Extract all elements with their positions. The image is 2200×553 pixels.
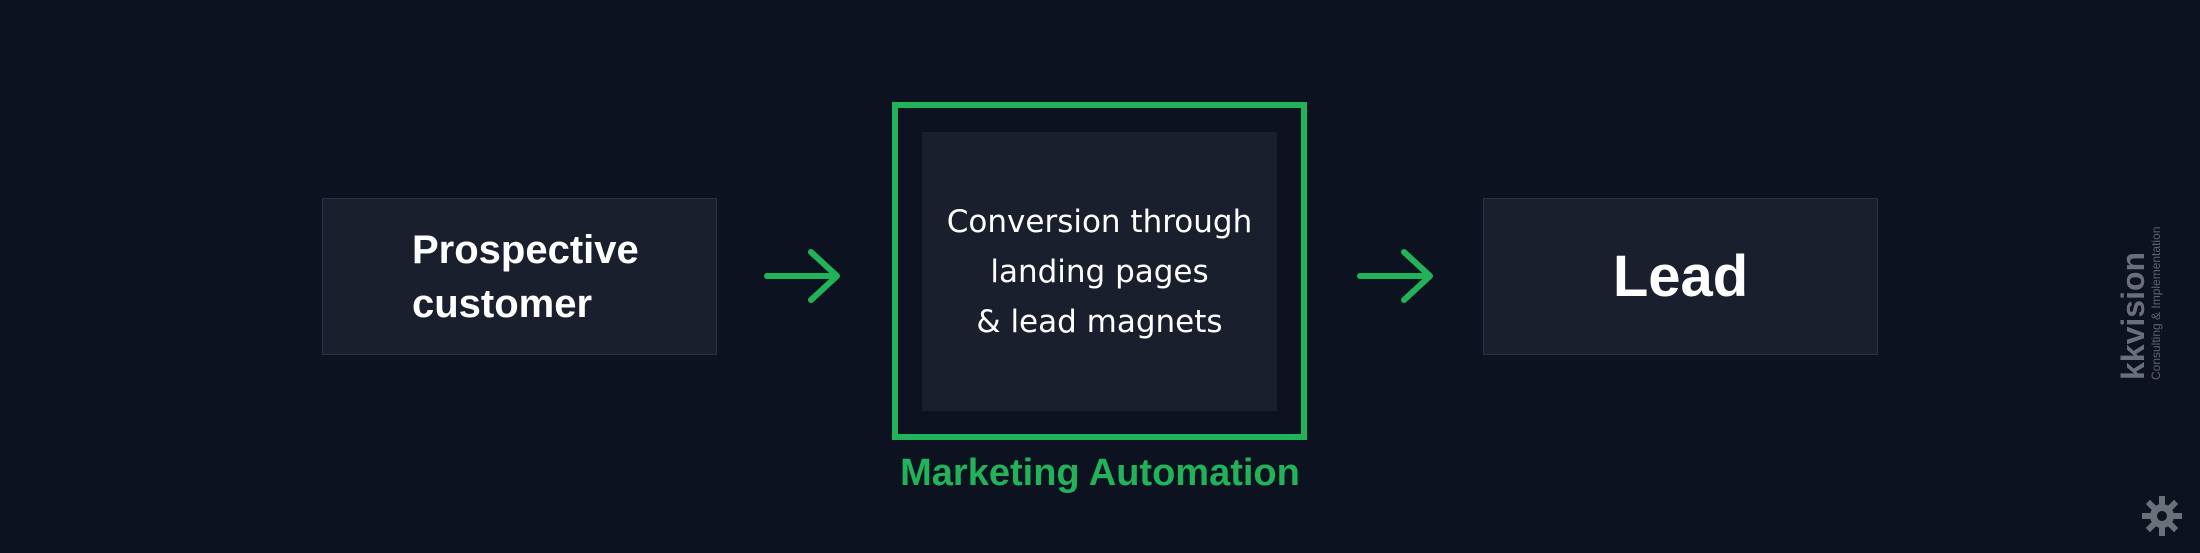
prospective-customer-line-1: Prospective bbox=[412, 227, 639, 272]
lead-box: Lead bbox=[1483, 198, 1878, 355]
conversion-line-1: Conversion through bbox=[946, 203, 1253, 240]
prospective-customer-box: Prospective customer bbox=[322, 198, 717, 355]
conversion-label: Conversion through landing pages & lead … bbox=[947, 197, 1252, 347]
prospective-customer-line-2: customer bbox=[412, 281, 593, 326]
gear-icon bbox=[2142, 496, 2182, 536]
arrow-right-icon bbox=[764, 249, 840, 303]
lead-label: Lead bbox=[1612, 244, 1749, 309]
watermark-brand: kkvision bbox=[2115, 251, 2151, 380]
watermark-tagline: Consulting & Implementation bbox=[2149, 226, 2163, 380]
conversion-box: Conversion through landing pages & lead … bbox=[922, 132, 1277, 411]
marketing-automation-frame bbox=[892, 102, 1307, 440]
conversion-line-2: landing pages bbox=[990, 253, 1209, 290]
prospective-customer-label: Prospective customer bbox=[412, 223, 639, 331]
arrow-right-icon bbox=[1357, 249, 1433, 303]
conversion-line-3: & lead magnets bbox=[976, 303, 1223, 340]
marketing-automation-caption: Marketing Automation bbox=[900, 452, 1300, 494]
